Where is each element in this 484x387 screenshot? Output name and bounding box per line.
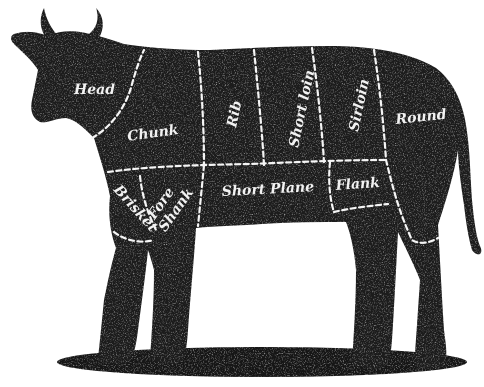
label-flank: Flank [334, 175, 381, 194]
label-head: Head [73, 82, 115, 98]
